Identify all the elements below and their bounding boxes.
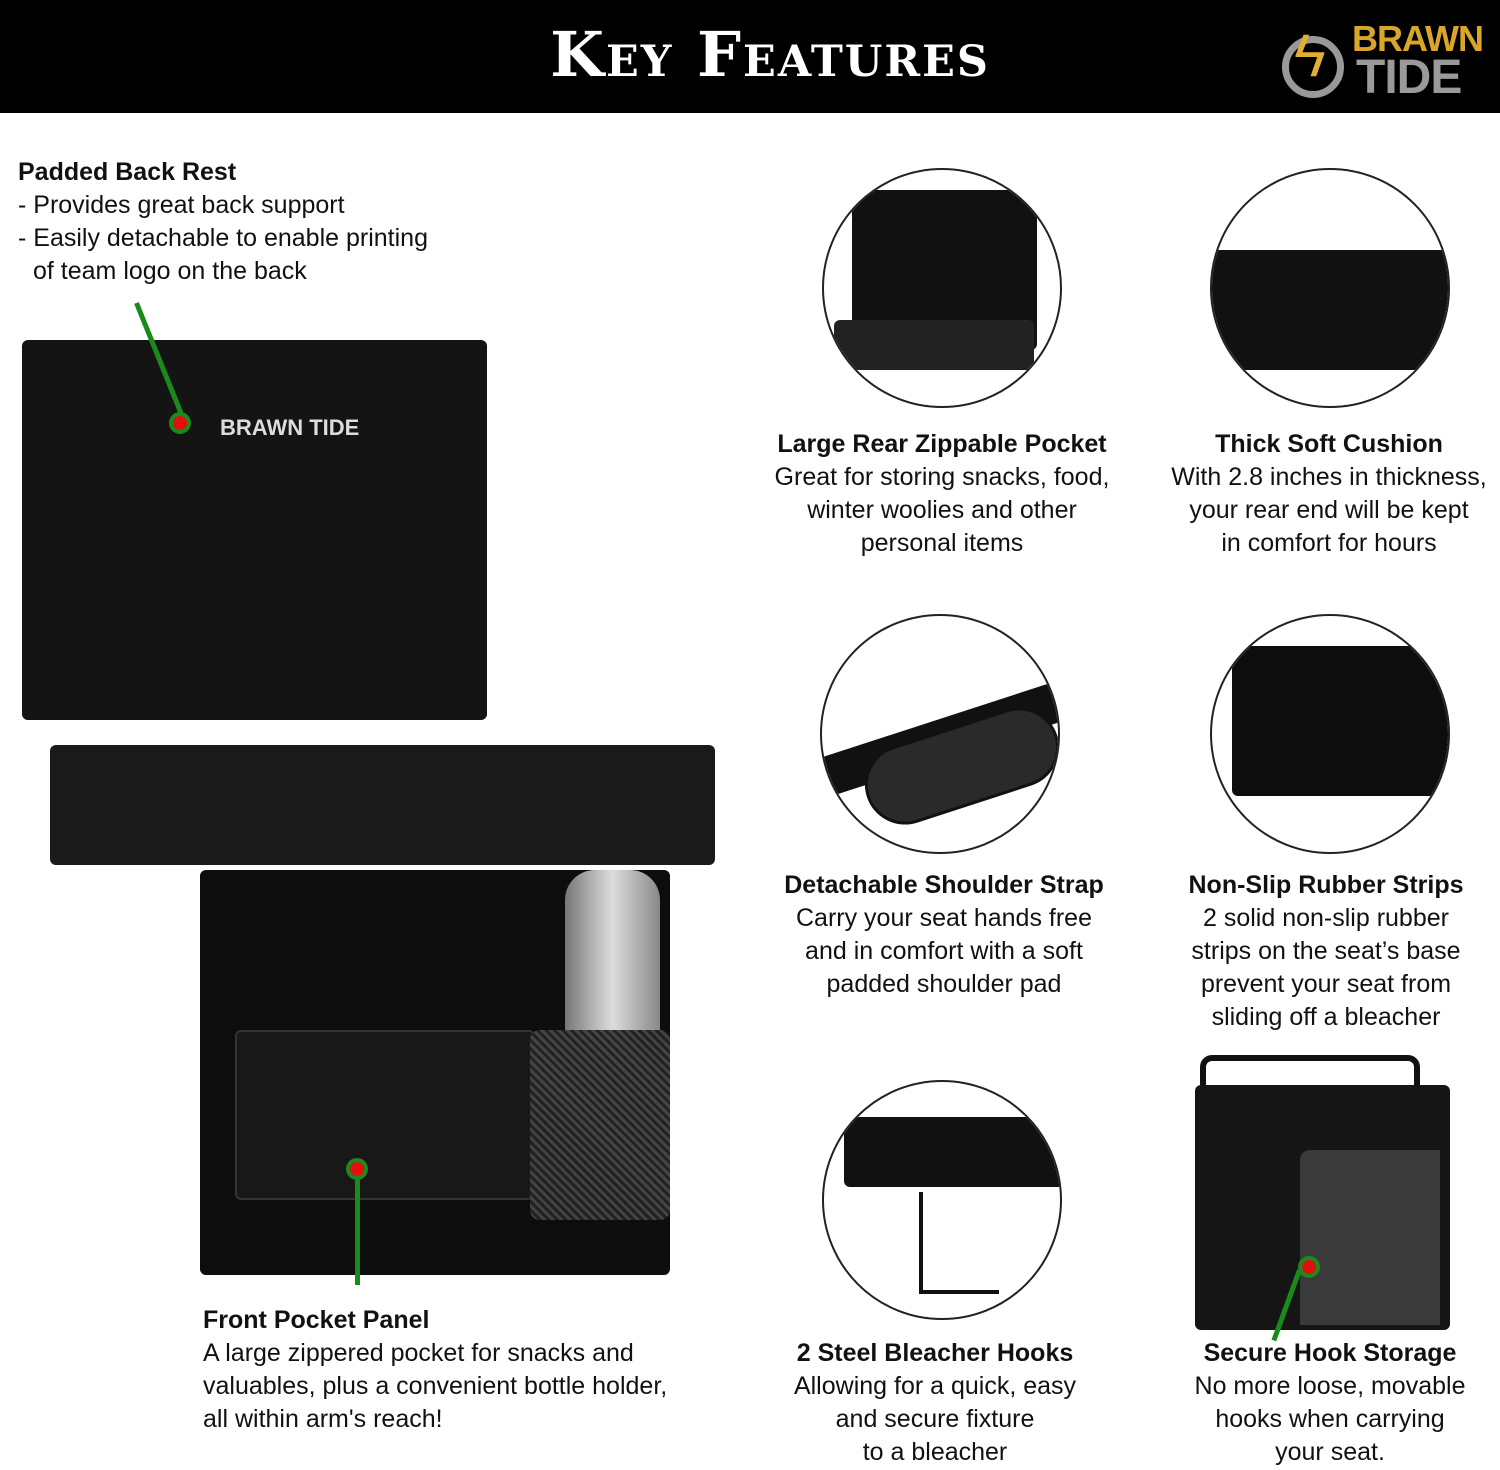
page-title: Key Features: [550, 18, 990, 91]
feature-back-rest: Padded Back Rest - Provides great back s…: [18, 158, 428, 285]
rubber-strip-image: [1210, 614, 1450, 854]
strap-image: [820, 614, 1060, 854]
cushion-image: [1210, 168, 1450, 408]
feature-front-pocket: Front Pocket Panel A large zippered pock…: [203, 1306, 668, 1433]
marker-dot: [1298, 1256, 1320, 1278]
marker-dot: [169, 412, 191, 434]
bleacher-hooks-image: [822, 1080, 1062, 1320]
brand-logo: ϟ BRAWN TIDE: [1280, 14, 1485, 104]
marker-dot: [346, 1158, 368, 1180]
header-banner: Key Features ϟ BRAWN TIDE: [0, 0, 1500, 113]
lightning-icon: ϟ: [1294, 22, 1326, 89]
rear-pocket-image: [822, 168, 1062, 408]
chair-logo: BRAWN TIDE: [220, 415, 360, 440]
